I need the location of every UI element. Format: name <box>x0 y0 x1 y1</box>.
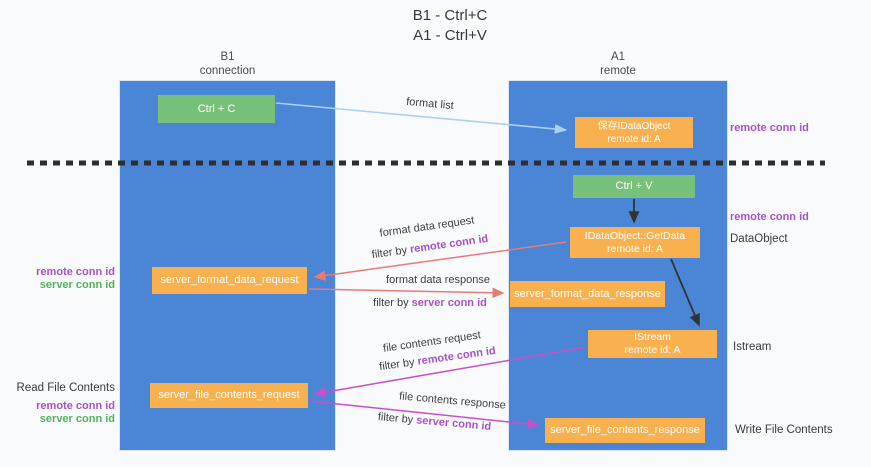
server-conn-id-text: server conn id <box>411 297 487 309</box>
title-line-1: B1 - Ctrl+C <box>412 7 488 24</box>
format-data-response-filter-label: filter by server conn id <box>360 297 500 309</box>
lane-header-b1: B1 connection <box>119 50 336 78</box>
lane-a1-role: remote <box>600 65 636 77</box>
format-data-response-arrow <box>308 287 505 299</box>
format-list-label: format list <box>405 95 455 113</box>
save-idataobject-box: 保存IDataObject remote id: A <box>575 117 693 148</box>
remote-conn-id-annotation-left1: remote conn id <box>36 266 115 278</box>
getdata-line2: remote id: A <box>606 242 664 255</box>
server-format-data-response-label: server_format_data_response <box>514 287 661 300</box>
istream-box: IStream remote id: A <box>588 330 717 358</box>
ctrl-v-box: Ctrl + V <box>573 175 695 198</box>
lane-a1-name: A1 <box>610 51 626 63</box>
format-data-response-label: format data response <box>386 274 490 286</box>
idataobject-getdata-box: IDataObject::GetData remote id: A <box>570 227 700 258</box>
istream-line2: remote id: A <box>624 344 681 356</box>
istream-line1: IStream <box>634 331 671 343</box>
filter-by-text: filter by <box>377 411 417 427</box>
file-contents-response-filter-label: filter by server conn id <box>362 410 507 435</box>
server-conn-id-text: server conn id <box>415 414 492 433</box>
save-idataobject-line1: 保存IDataObject <box>597 120 671 132</box>
ctrl-v-label: Ctrl + V <box>615 180 653 192</box>
remote-conn-id-annotation-left2: remote conn id <box>36 400 115 412</box>
server-file-contents-response-box: server_file_contents_response <box>545 418 705 443</box>
server-format-data-request-label: server_format_data_request <box>160 274 299 286</box>
getdata-line1: IDataObject::GetData <box>584 229 686 242</box>
server-file-contents-request-box: server_file_contents_request <box>150 383 308 408</box>
title-line-2: A1 - Ctrl+V <box>413 27 487 44</box>
save-idataobject-line2: remote id: A <box>607 133 661 145</box>
write-file-contents-annotation: Write File Contents <box>735 424 833 436</box>
server-file-contents-request-label: server_file_contents_request <box>158 389 300 401</box>
istream-annotation: Istream <box>733 341 772 353</box>
remote-conn-id-annotation-mid: remote conn id <box>730 211 809 223</box>
remote-conn-id-annotation-top: remote conn id <box>730 122 809 134</box>
lane-b1-name: B1 <box>220 51 235 63</box>
server-file-contents-response-label: server_file_contents_response <box>550 424 700 436</box>
filter-by-text: filter by <box>378 355 419 374</box>
server-format-data-request-box: server_format_data_request <box>152 267 307 294</box>
filter-by-text: filter by <box>373 297 412 309</box>
lane-header-a1: A1 remote <box>508 50 728 78</box>
ctrl-c-label: Ctrl + C <box>197 102 236 115</box>
server-conn-id-annotation-left1: server conn id <box>39 279 115 291</box>
diagram-title: B1 - Ctrl+C A1 - Ctrl+V <box>300 6 600 46</box>
read-file-contents-annotation: Read File Contents <box>16 382 115 394</box>
dataobject-annotation: DataObject <box>730 233 788 245</box>
server-format-data-response-box: server_format_data_response <box>510 281 665 307</box>
filter-by-text: filter by <box>371 243 411 262</box>
server-conn-id-annotation-left2: server conn id <box>39 413 115 425</box>
remote-conn-id-text: remote conn id <box>409 232 489 256</box>
lane-b1-role: connection <box>199 65 256 77</box>
ctrl-c-box: Ctrl + C <box>158 95 275 123</box>
file-contents-response-label: file contents response <box>398 390 507 412</box>
